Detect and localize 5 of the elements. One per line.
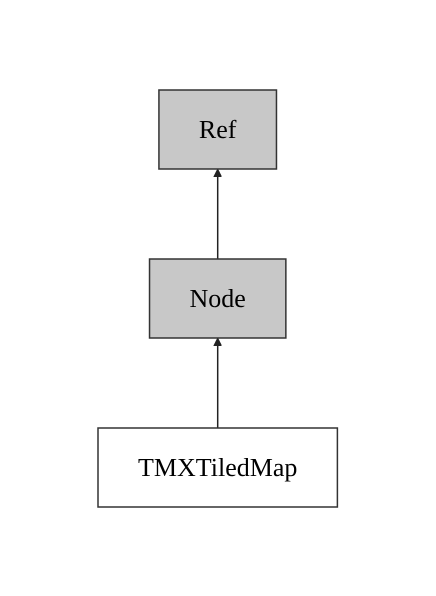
node-box: TMXTiledMap xyxy=(98,426,338,508)
node-box: Node xyxy=(149,258,287,338)
arrow xyxy=(214,337,222,428)
arrow xyxy=(214,168,222,258)
node-box: Ref xyxy=(158,88,278,170)
